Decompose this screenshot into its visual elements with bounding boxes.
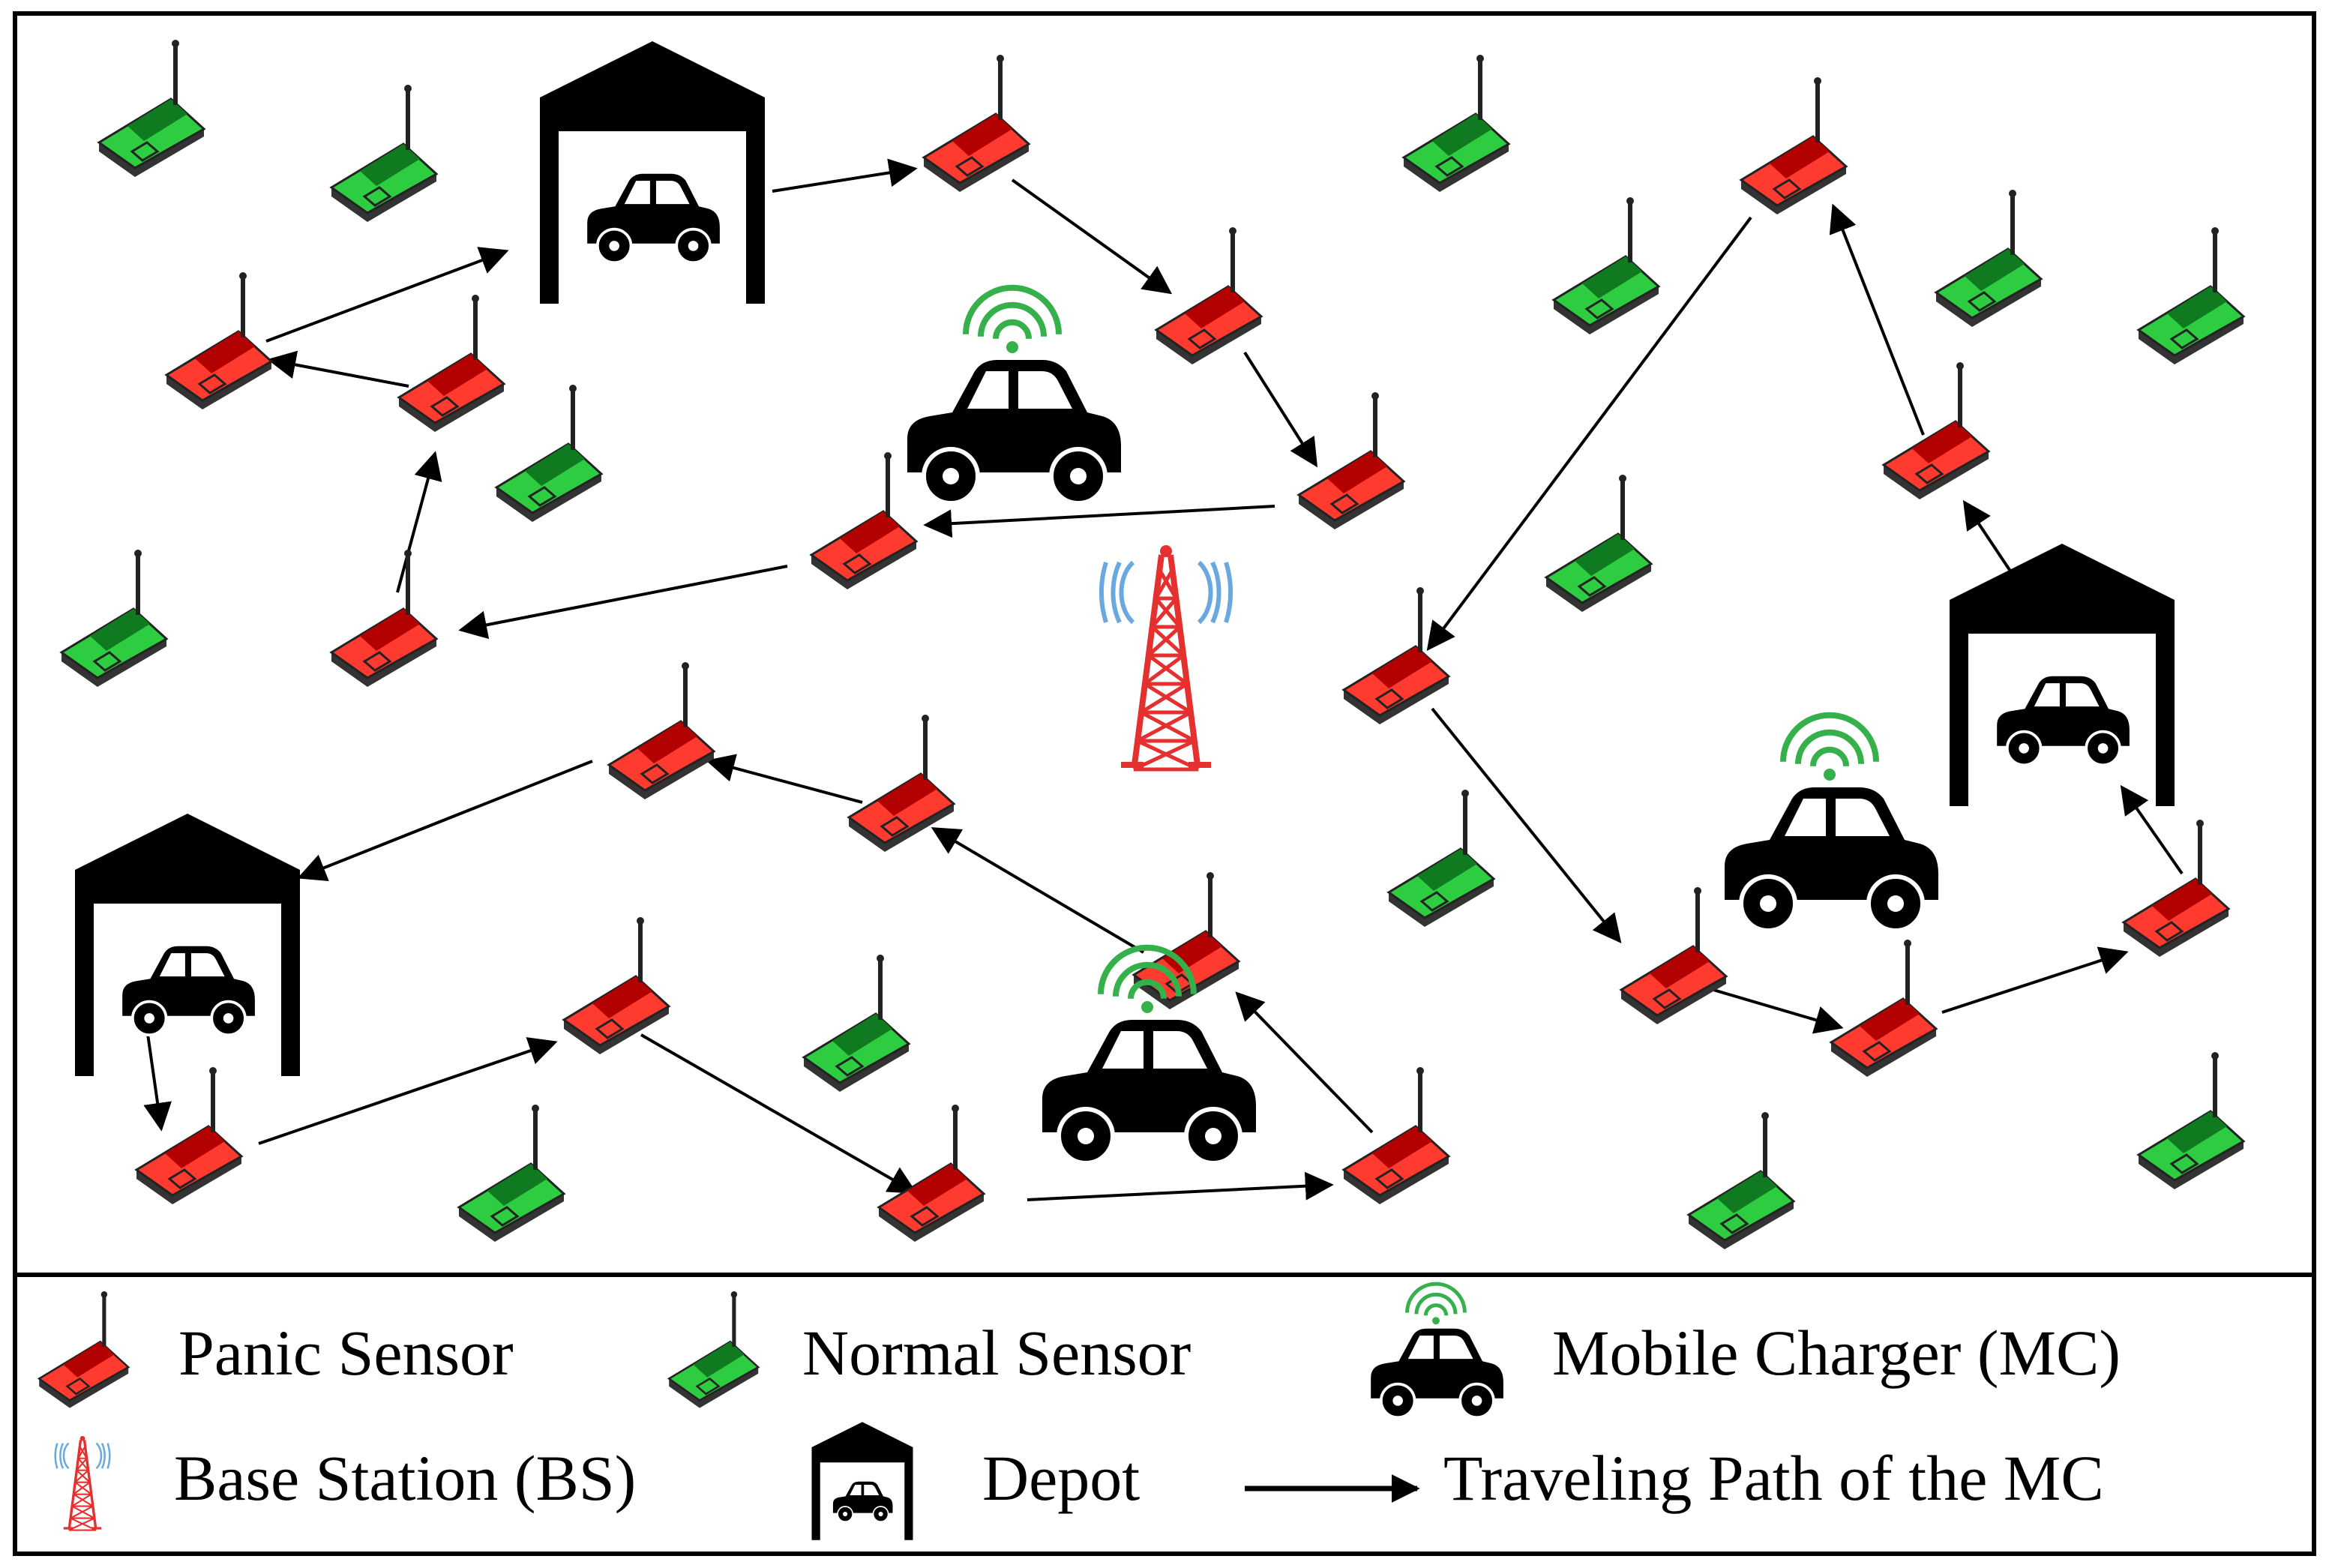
wifi-signal-icon [963, 284, 1062, 353]
panic-sensor-icon [1296, 392, 1406, 529]
base-station [1099, 545, 1233, 772]
base-station-icon [54, 1435, 111, 1531]
panic-sensor-icon [329, 550, 439, 687]
panic-sensor-icon [1619, 887, 1728, 1024]
path-arrow-8 [1426, 216, 1752, 652]
legend: Panic Sensor Normal Sensor Mobile Charge… [37, 1282, 2121, 1540]
legend-depot-label: Depot [982, 1442, 1140, 1514]
legend-panic-sensor-label: Panic Sensor [178, 1317, 514, 1389]
legend-base-station-glyph [54, 1435, 111, 1531]
normal-sensor-icon [97, 40, 206, 177]
legend-panic-sensor-glyph [37, 1291, 130, 1408]
normal-sensor-icon [1544, 475, 1653, 612]
depot-icon [540, 41, 765, 304]
path-arrow-0 [772, 158, 918, 193]
mobile-charger-icon-car-icon [1725, 787, 1938, 933]
normal-sensor-icon [1551, 197, 1661, 334]
depot-icon-car-icon [122, 946, 255, 1037]
path-arrow-20 [640, 1033, 918, 1194]
legend-mobile-charger-label: Mobile Charger (MC) [1552, 1317, 2121, 1389]
wifi-signal-icon [1405, 1282, 1467, 1325]
legend-traveling-path-label: Traveling Path of the MC [1443, 1442, 2104, 1514]
panic-sensor-icon [397, 295, 506, 432]
legend-frame [13, 1273, 2316, 1556]
panic-sensor-icon [1829, 940, 1938, 1077]
normal-sensor-icon [1386, 790, 1496, 927]
panic-sensor-icon [134, 1067, 244, 1204]
depot-icon [75, 814, 300, 1076]
path-arrow-21 [258, 1037, 558, 1145]
path-arrow-12 [2120, 784, 2184, 875]
path-arrow-10 [1713, 988, 1844, 1034]
mobile-charger-icon [1042, 944, 1256, 1165]
panic-sensor-icon [809, 452, 919, 589]
path-arrow-3 [923, 505, 1275, 538]
panic-sensor-icon [922, 55, 1031, 192]
base-station-tower-icon [1099, 545, 1233, 772]
mobile-charger-icon [907, 284, 1121, 505]
path-arrow-15 [297, 760, 593, 882]
panic-sensor-icon [37, 1291, 130, 1408]
panic-sensor-icon [1132, 872, 1241, 1009]
legend-mobile-charger-glyph-car-icon [1371, 1328, 1503, 1420]
panic-sensor-icon [877, 1105, 986, 1242]
normal-sensor-icon [2136, 1052, 2246, 1189]
normal-sensor-icon [329, 85, 439, 222]
depot-icon-car-icon [587, 173, 720, 265]
sensors [59, 40, 2246, 1249]
normal-sensor-icon [667, 1291, 760, 1408]
path-arrow-6 [267, 350, 409, 388]
normal-sensor-icon [802, 955, 911, 1092]
normal-sensor-icon [59, 550, 169, 687]
path-arrow-1 [1011, 178, 1173, 295]
depot-icon [1950, 544, 2175, 806]
panic-sensor-icon [1154, 227, 1263, 364]
panic-sensor-icon [1341, 1067, 1451, 1204]
normal-sensor-icon [1934, 190, 2043, 327]
mobile-charger-icon-car-icon [907, 360, 1121, 505]
depots [75, 41, 2175, 1076]
panic-sensor-icon [562, 917, 671, 1054]
mobile-chargers [907, 284, 1938, 1165]
path-arrow-18 [1235, 991, 1374, 1134]
legend-mobile-charger-glyph [1371, 1282, 1503, 1420]
panic-sensor-icon [607, 662, 716, 799]
panic-sensor-icon [1739, 77, 1848, 214]
normal-sensor-icon [2136, 227, 2246, 364]
traveling-paths [143, 158, 2184, 1201]
path-arrow-16 [706, 754, 863, 804]
mobile-charger-icon [1371, 1282, 1503, 1420]
path-arrow-9 [1431, 707, 1622, 943]
normal-sensor-icon [494, 385, 604, 522]
panic-sensor-icon [847, 715, 956, 852]
panic-sensor-icon [1341, 587, 1451, 724]
path-arrow-19 [1027, 1171, 1334, 1201]
normal-sensor-icon [457, 1105, 566, 1242]
path-arrow-17 [931, 827, 1145, 954]
path-arrow-11 [1941, 946, 2129, 1014]
wifi-signal-icon [1098, 944, 1197, 1013]
depot-icon-car-icon [1997, 676, 2130, 767]
mobile-charger-icon-car-icon [1042, 1020, 1256, 1165]
normal-sensor-icon [1401, 55, 1511, 192]
depot-icon [811, 1422, 913, 1540]
path-arrow-14 [1829, 203, 1925, 436]
panic-sensor-icon [1881, 362, 1991, 499]
path-arrow-5 [396, 451, 442, 593]
legend-normal-sensor-label: Normal Sensor [802, 1317, 1191, 1389]
path-arrow-7 [265, 247, 509, 343]
path-arrow-4 [458, 565, 788, 640]
legend-base-station-label: Base Station (BS) [174, 1442, 636, 1514]
legend-depot-glyph [811, 1422, 913, 1540]
legend-depot-glyph-car-icon [832, 1481, 893, 1522]
mobile-charger-icon [1725, 712, 1938, 933]
path-arrow-2 [1243, 351, 1318, 468]
wifi-signal-icon [1780, 712, 1879, 781]
path-arrow-22 [143, 1023, 172, 1132]
panic-sensor-icon [2121, 820, 2231, 957]
normal-sensor-icon [1686, 1112, 1796, 1249]
legend-normal-sensor-glyph [667, 1291, 760, 1408]
panic-sensor-icon [164, 272, 274, 409]
